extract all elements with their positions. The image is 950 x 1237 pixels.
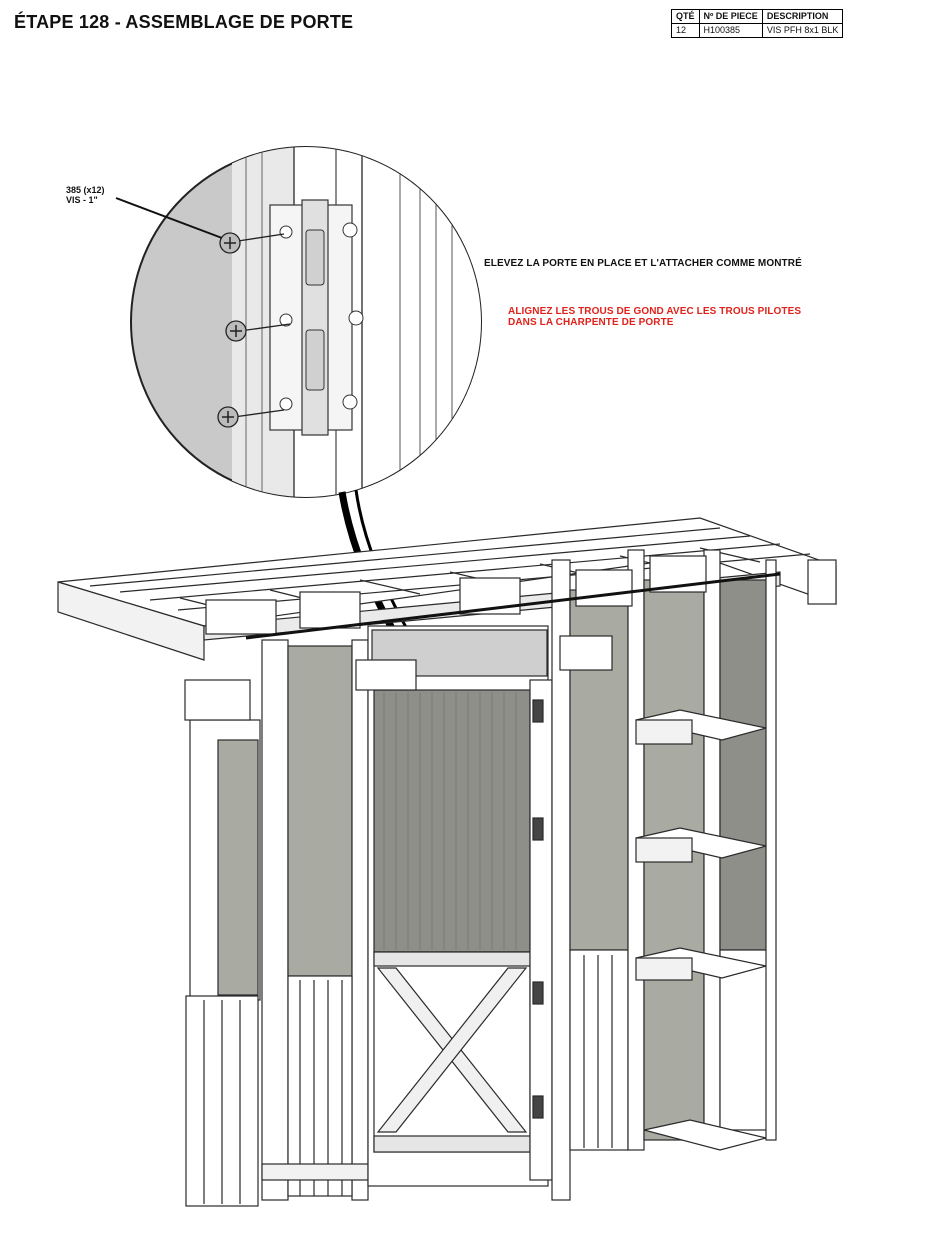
callout-part-name: VIS - 1"	[66, 195, 105, 205]
shed-structure	[58, 518, 836, 1206]
warning-note-line-2: DANS LA CHARPENTE DE PORTE	[508, 317, 848, 328]
detail-zoom-view	[116, 140, 504, 500]
screw-callout: 385 (x12) VIS - 1"	[66, 185, 105, 205]
callout-part-qty: 385 (x12)	[66, 185, 105, 195]
instruction-note: ELEVEZ LA PORTE EN PLACE ET L'ATTACHER C…	[484, 258, 802, 269]
warning-note-line-1: ALIGNEZ LES TROUS DE GOND AVEC LES TROUS…	[508, 306, 848, 317]
warning-note: ALIGNEZ LES TROUS DE GOND AVEC LES TROUS…	[508, 306, 848, 328]
